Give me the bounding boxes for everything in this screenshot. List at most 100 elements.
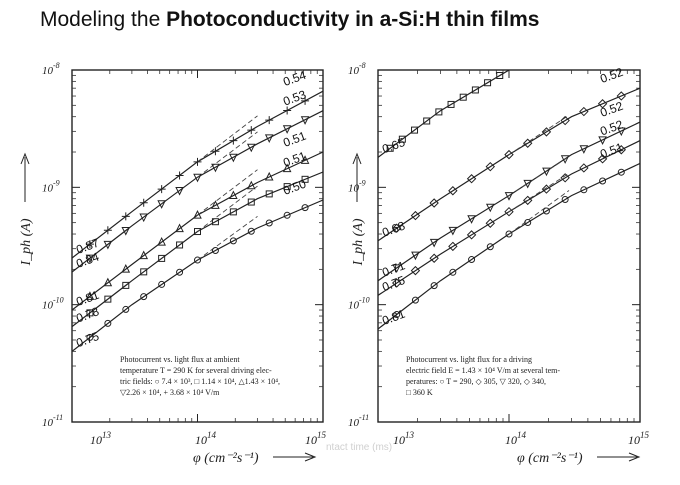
series-slope-dashed — [197, 169, 258, 216]
data-point-marker — [541, 184, 552, 194]
data-point-marker — [229, 136, 238, 145]
data-point-marker — [616, 127, 626, 137]
data-point-marker — [103, 277, 113, 287]
data-point-marker — [175, 171, 184, 180]
data-point-marker — [282, 163, 292, 173]
series-slope-dashed — [197, 131, 258, 178]
data-point-marker — [496, 72, 504, 80]
data-point-marker — [121, 212, 130, 221]
series-line — [378, 70, 511, 158]
data-point-marker — [283, 106, 292, 115]
data-point-marker — [504, 192, 514, 201]
data-point-marker — [467, 215, 476, 224]
x-axis-label: φ (cm⁻²s⁻¹) — [193, 451, 259, 466]
data-point-marker — [617, 168, 625, 176]
data-point-marker — [283, 211, 291, 219]
y-tick-label: 10-8 — [42, 61, 60, 77]
data-point-marker — [301, 96, 310, 105]
y-axis-arrowhead — [20, 152, 30, 165]
data-point-marker — [264, 134, 274, 143]
data-point-marker — [459, 93, 467, 101]
data-point-marker — [579, 106, 589, 117]
caption-line: □ 360 K — [406, 388, 433, 397]
data-point-marker — [448, 226, 458, 236]
data-point-marker — [485, 218, 495, 228]
data-point-marker — [599, 177, 607, 185]
data-point-marker — [411, 251, 420, 261]
data-point-marker — [229, 237, 237, 245]
data-point-marker — [140, 268, 148, 276]
series-high-label: 0.51 — [281, 149, 308, 170]
data-point-marker — [485, 161, 495, 172]
data-point-marker — [542, 167, 551, 177]
data-point-marker — [265, 116, 274, 125]
data-point-marker — [411, 126, 419, 134]
data-point-marker — [103, 240, 113, 250]
data-point-marker — [103, 226, 112, 235]
caption-line: Photocurrent vs. light flux at ambient — [120, 355, 240, 364]
data-point-marker — [579, 145, 589, 154]
data-point-marker — [246, 180, 256, 190]
data-point-marker — [616, 145, 626, 155]
data-point-marker — [175, 223, 184, 233]
data-point-marker — [560, 115, 570, 126]
data-point-marker — [423, 117, 431, 125]
data-point-marker — [430, 282, 438, 290]
data-point-marker — [411, 296, 419, 304]
data-point-marker — [85, 254, 95, 264]
data-point-marker — [157, 200, 166, 209]
x-axis-arrowhead — [304, 452, 317, 462]
y-axis-label: I_ph (A) — [351, 218, 366, 266]
data-point-marker — [504, 206, 514, 217]
series-line — [72, 199, 323, 352]
data-point-marker — [560, 155, 570, 164]
data-point-marker — [466, 174, 477, 184]
title-bold: Photoconductivity in a-Si:H thin films — [166, 8, 540, 31]
data-point-marker — [193, 209, 202, 219]
series-slope-dashed — [508, 172, 570, 213]
series-5 — [72, 199, 323, 352]
caption-line: ▽2.26 × 10⁴, + 3.68 × 10⁴ V/m — [120, 388, 220, 397]
data-point-marker — [580, 186, 588, 194]
series-2 — [378, 87, 640, 242]
series-2 — [72, 110, 323, 273]
data-point-marker — [246, 143, 256, 153]
data-point-marker — [158, 254, 166, 262]
data-point-marker — [597, 99, 608, 109]
x-axis-arrowhead — [628, 452, 641, 462]
data-point-marker — [86, 309, 94, 317]
data-point-marker — [121, 264, 131, 273]
data-point-marker — [283, 183, 291, 191]
data-point-marker — [542, 207, 550, 215]
data-point-marker — [104, 295, 112, 303]
series-slope-dashed — [197, 216, 258, 261]
series-low-label: 0.81 — [74, 288, 101, 309]
series-line — [378, 121, 640, 282]
series-high-label: 0.50 — [281, 177, 308, 198]
data-point-marker — [139, 213, 149, 223]
data-point-marker — [85, 240, 94, 249]
data-point-marker — [211, 246, 219, 254]
data-point-marker — [211, 147, 220, 156]
x-tick-label: 1014 — [505, 430, 527, 447]
series-low-label: 0.65 — [380, 135, 407, 156]
data-point-marker — [194, 256, 201, 264]
y-tick-label: 10-8 — [348, 61, 366, 77]
data-point-marker — [247, 227, 255, 235]
series-5 — [378, 162, 640, 330]
data-point-marker — [393, 311, 401, 319]
data-point-marker — [392, 264, 402, 274]
data-point-marker — [122, 305, 130, 313]
data-point-marker — [524, 219, 532, 227]
data-point-marker — [504, 149, 514, 160]
data-point-marker — [429, 198, 439, 208]
series-4 — [72, 171, 323, 328]
y-tick-label: 10-10 — [42, 296, 64, 312]
series-4 — [378, 140, 640, 296]
series-high-label: 0.52 — [598, 65, 625, 86]
data-point-marker — [121, 227, 131, 236]
data-point-marker — [447, 100, 455, 108]
data-point-marker — [104, 319, 112, 327]
y-tick-label: 10-9 — [348, 178, 366, 194]
